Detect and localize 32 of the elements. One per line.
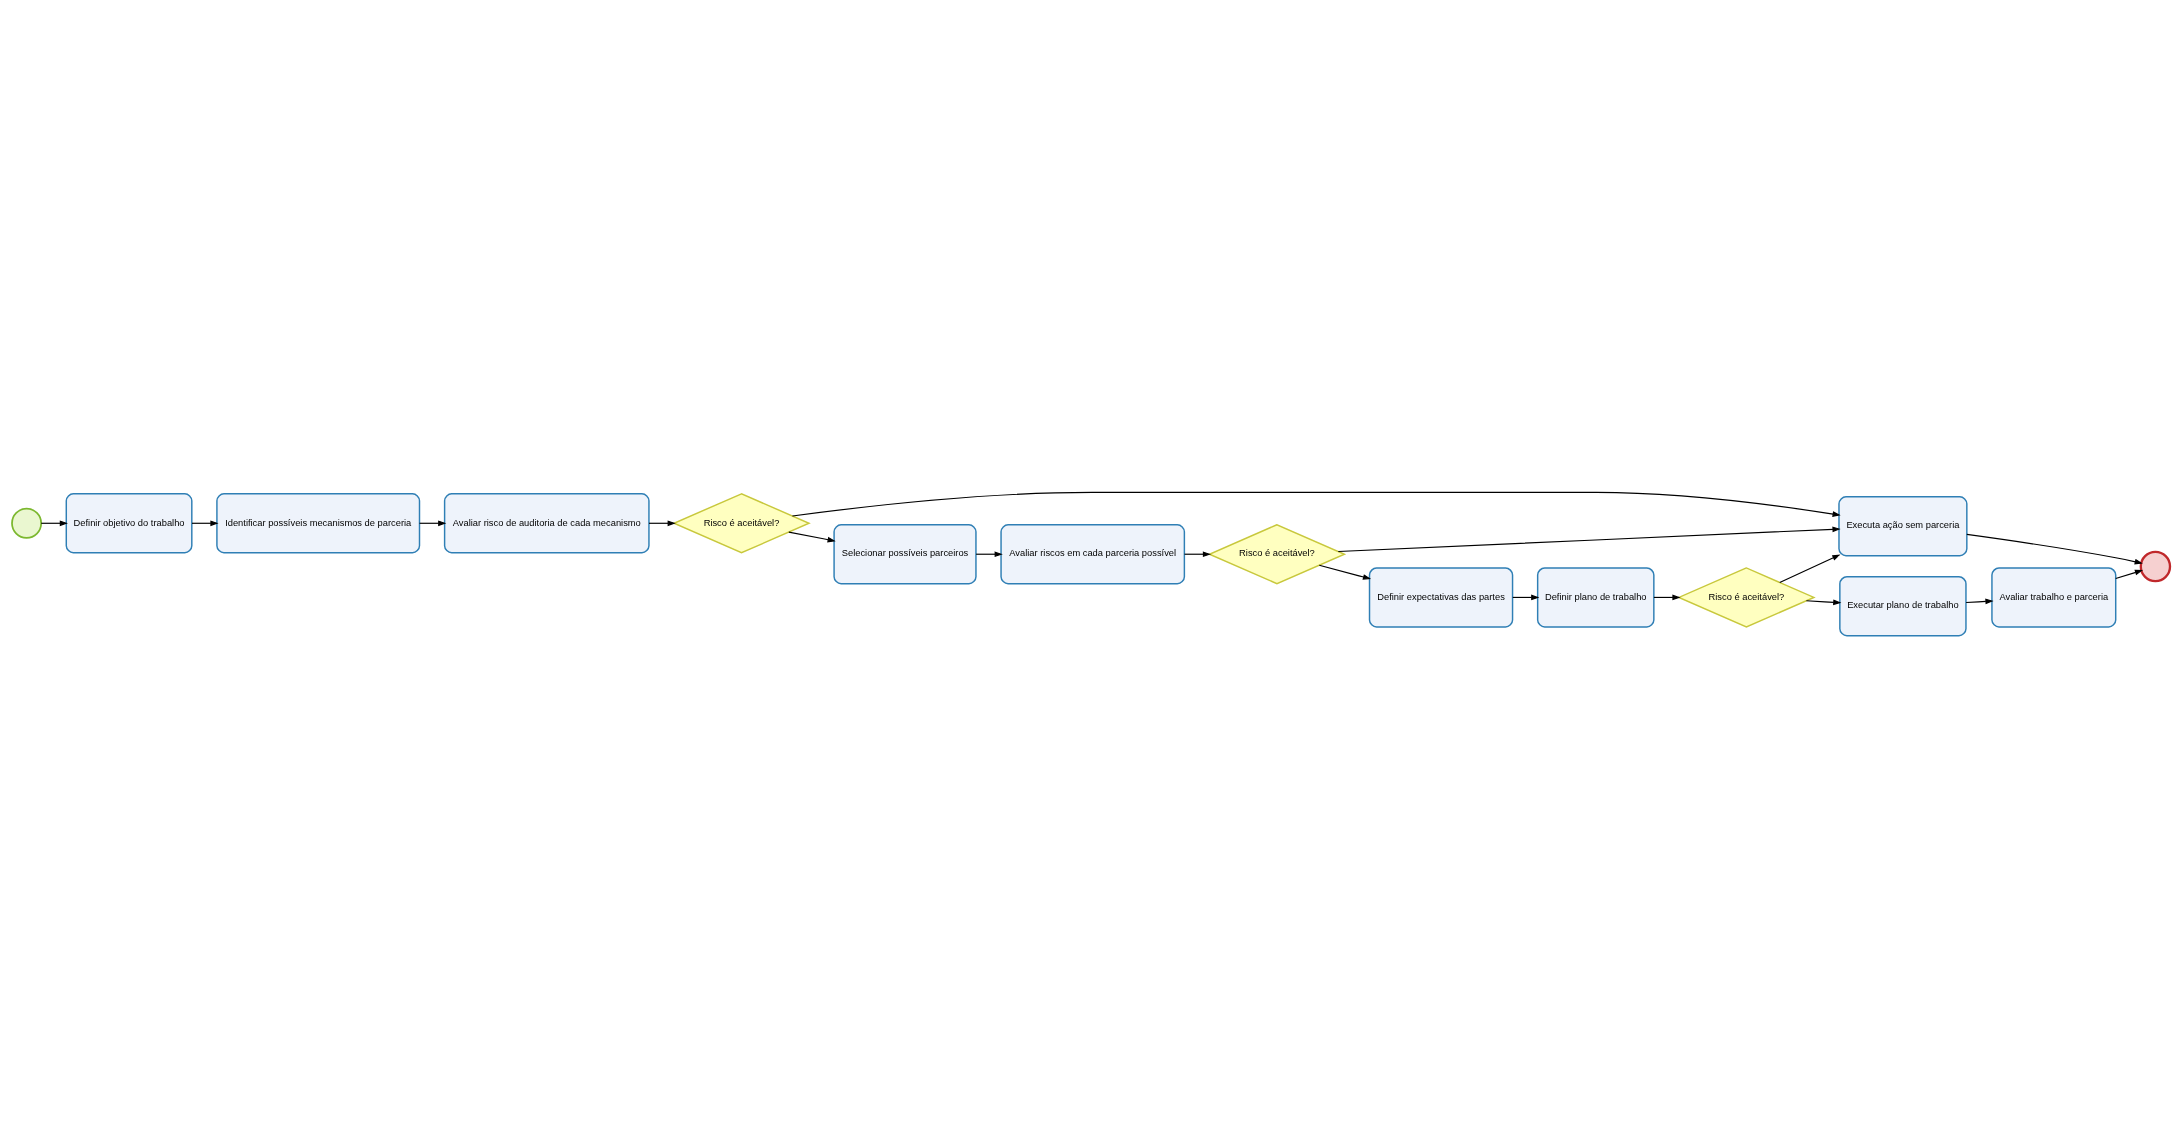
node-box: Selecionar possíveis parceiros	[833, 523, 977, 584]
arrow	[791, 491, 1841, 517]
arrow	[2115, 569, 2144, 579]
arrow	[788, 531, 836, 542]
arrow	[1805, 598, 1842, 605]
arrow	[648, 519, 676, 526]
node-box: Avaliar riscos em cada parceria possível	[1000, 523, 1186, 584]
arrow	[418, 519, 447, 526]
node-diamond: Risco é aceitável?	[672, 492, 811, 554]
arrow	[1337, 525, 1841, 552]
node-box: Executa ação sem parceria	[1838, 495, 1968, 556]
arrow	[1318, 564, 1372, 580]
node-box: Definir expectativas das partes	[1368, 566, 1514, 628]
arrow	[1966, 533, 2143, 564]
node-box: Avaliar risco de auditoria de cada mecanismo	[443, 492, 650, 553]
node-box: Executar plano de trabalho	[1839, 575, 1967, 636]
node-diamond: Risco é aceitável?	[1207, 523, 1347, 584]
node-box: Definir objetivo do trabalho	[65, 492, 193, 553]
arrow	[975, 550, 1003, 557]
arrow	[1965, 598, 1994, 604]
arrow	[40, 519, 68, 526]
arrow	[1653, 594, 1681, 600]
node-diamond: Risco é aceitável?	[1677, 566, 1816, 628]
node-box: Definir plano de trabalho	[1536, 566, 1655, 628]
arrow	[1512, 594, 1540, 600]
node-circle	[2139, 550, 2172, 582]
node-circle	[11, 507, 43, 539]
node-box: Identificar possíveis mecanismos de parceria	[216, 492, 421, 553]
arrow	[191, 519, 219, 526]
arrow	[1184, 550, 1212, 557]
node-box: Avaliar trabalho e parceria	[1991, 566, 2117, 628]
arrow	[1779, 554, 1841, 583]
